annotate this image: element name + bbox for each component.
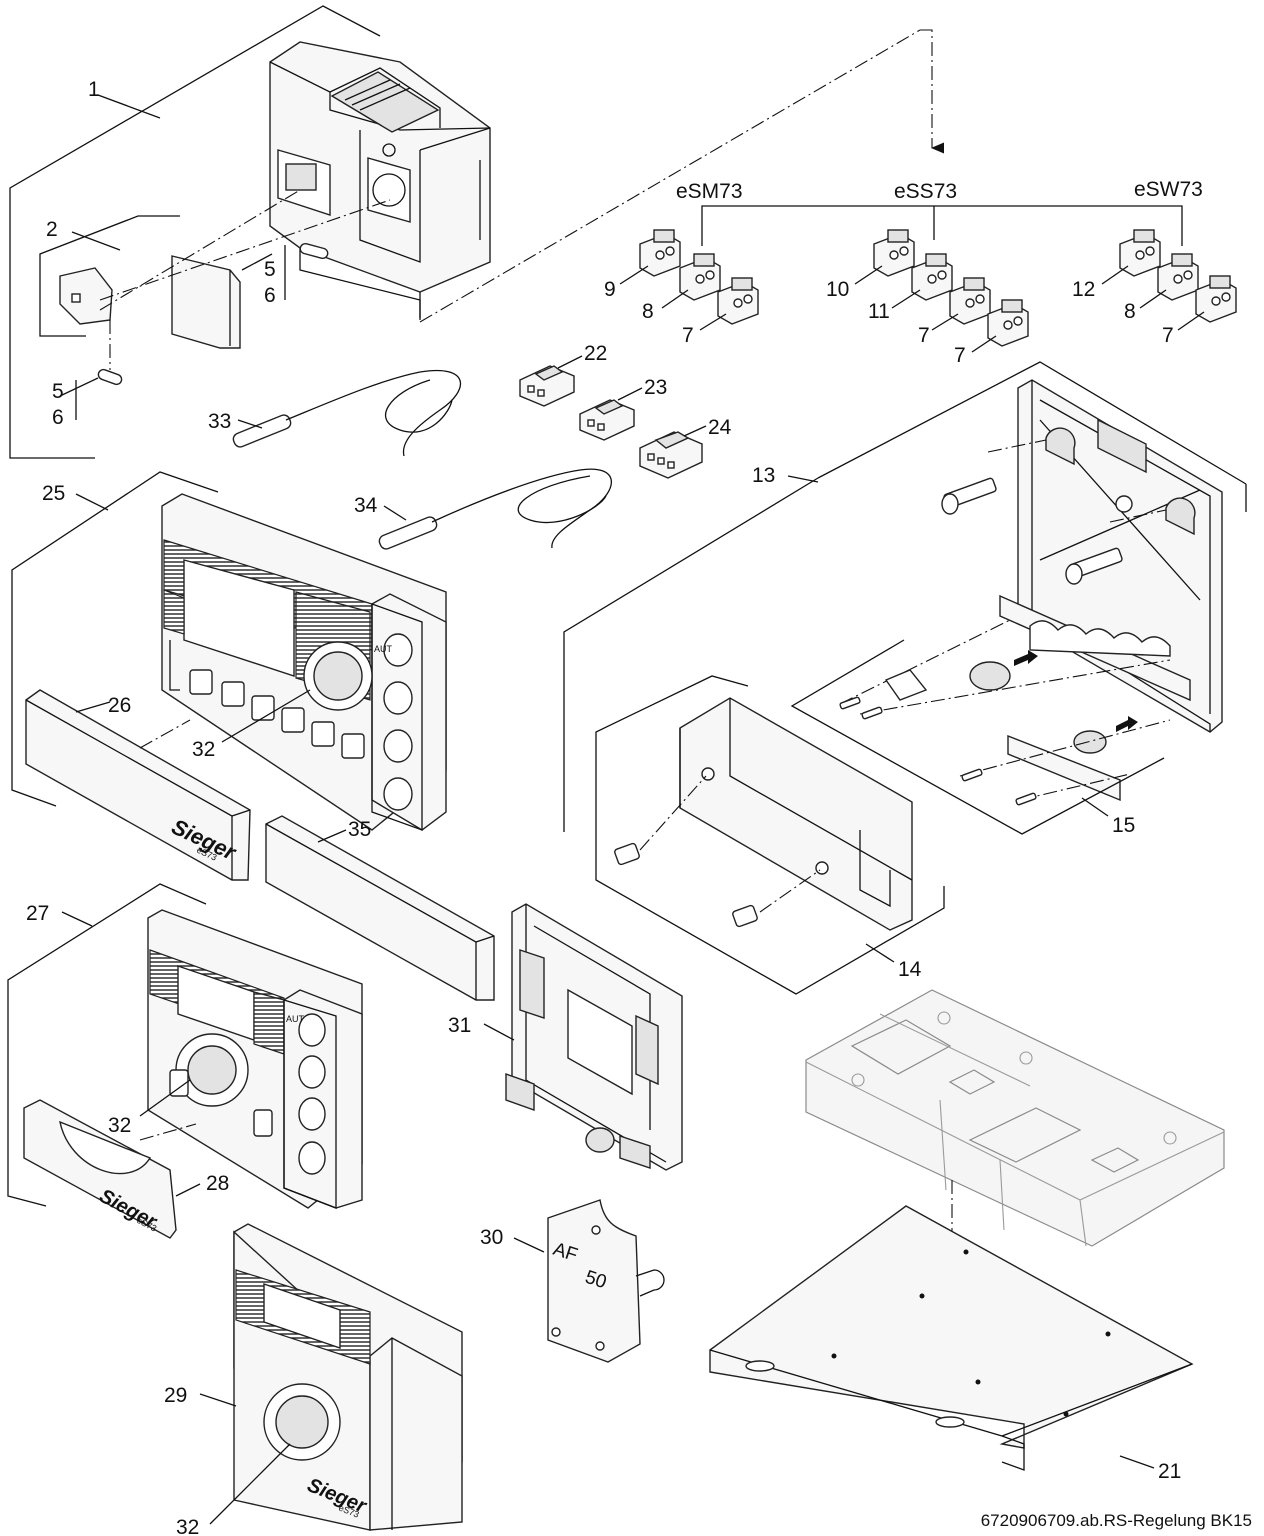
group-frame-14 (595, 675, 945, 995)
callout-34: 34 (354, 494, 378, 517)
front-cover-flap: Sieger eS73 (25, 689, 251, 881)
callout-33: 33 (208, 410, 231, 433)
terminal-leader-lines (619, 265, 1205, 353)
callout-24: 24 (708, 416, 732, 439)
wall-box-base-part (969, 379, 1223, 802)
mounting-base-plate (505, 903, 683, 1171)
plug-leader-lines (557, 355, 707, 437)
callout-2: 2 (46, 218, 58, 241)
cable-cover-part (679, 697, 913, 931)
cover-leader-lines (75, 689, 311, 749)
callout-7: 7 (682, 324, 694, 347)
callout-27: 27 (26, 902, 49, 925)
callout-13: 13 (752, 464, 775, 487)
callout-12: 12 (1072, 278, 1095, 301)
button-aut-label: AUT (286, 1014, 305, 1024)
cover-panel-part (265, 815, 495, 1001)
module-leader-lines (59, 94, 391, 420)
callout-8: 8 (1124, 300, 1136, 323)
group-frame-13 (563, 361, 1247, 832)
control-module-part (269, 41, 491, 320)
callout-21-leader (1119, 1455, 1155, 1469)
sensor-leader-lines (237, 419, 407, 521)
outdoor-sensor-part: AF 50 (547, 1199, 665, 1363)
medium-leader-lines (139, 1079, 201, 1197)
callout-6: 6 (264, 284, 276, 307)
small-screws (839, 669, 1037, 806)
callout-30-leader (513, 1237, 545, 1253)
cover-screws (614, 775, 821, 928)
small-unit-leader-lines (199, 1393, 291, 1525)
controller-unit-small: Sieger eS73 (233, 1223, 463, 1531)
callout-6: 6 (52, 406, 64, 429)
callout-25: 25 (42, 482, 65, 505)
callout-35-leader (317, 829, 347, 843)
module-connector-axis (419, 29, 921, 323)
group-bracket-lines (701, 205, 1183, 246)
callout-7: 7 (918, 324, 930, 347)
callout-5: 5 (264, 258, 276, 281)
callout-23: 23 (644, 376, 667, 399)
callout-9: 9 (604, 278, 616, 301)
callout-31-leader (483, 1023, 515, 1041)
small-lamp-part (59, 267, 113, 325)
callout-29: 29 (164, 1384, 187, 1407)
front-cover-flap-cutout: Sieger eS73 (23, 1099, 177, 1239)
group-connector-axis (920, 29, 945, 154)
callout-30: 30 (480, 1226, 503, 1249)
box-fixing-lines (839, 439, 1171, 801)
fuse-part (97, 242, 329, 386)
boiler-base-outline (805, 989, 1225, 1247)
button-aut-label: AUT (374, 644, 393, 654)
callout-21: 21 (1158, 1460, 1181, 1483)
callout-32: 32 (176, 1516, 199, 1536)
callout-14: 14 (898, 958, 922, 981)
mounting-bracket-part (709, 1205, 1194, 1471)
callout-22: 22 (584, 342, 607, 365)
callout-28: 28 (206, 1172, 229, 1195)
cable-sensor (378, 468, 613, 550)
callout-35: 35 (348, 818, 371, 841)
callout-32: 32 (108, 1114, 131, 1137)
callout-5: 5 (52, 380, 64, 403)
group-label-esw73: eSW73 (1134, 178, 1203, 201)
group-label-esm73: eSM73 (676, 180, 743, 203)
controller-unit-large: AUT (161, 493, 447, 831)
screw-part (941, 477, 1123, 585)
group-frame-1 (9, 5, 381, 459)
callout-13-leader (787, 475, 819, 483)
callout-26: 26 (108, 694, 131, 717)
group-frame-15 (790, 639, 1165, 835)
terminal-blocks (639, 229, 1237, 347)
cover-plate-part (171, 255, 241, 349)
callout-32: 32 (192, 738, 215, 761)
callout-7: 7 (954, 344, 966, 367)
callout-8: 8 (642, 300, 654, 323)
callout-31: 31 (448, 1014, 471, 1037)
callout-7: 7 (1162, 324, 1174, 347)
controller-unit-medium: AUT (147, 909, 363, 1209)
callout-11: 11 (868, 300, 890, 323)
group-frame-25 (11, 471, 219, 807)
plug-connectors (519, 365, 703, 479)
callout-1: 1 (88, 78, 100, 101)
callout-10: 10 (826, 278, 849, 301)
group-label-ess73: eSS73 (894, 180, 957, 203)
callout-15: 15 (1112, 814, 1135, 837)
cable-sensor (232, 369, 462, 457)
drawing-reference: 6720906709.ab.RS-Regelung BK15 (981, 1511, 1252, 1530)
group-frame-27 (7, 883, 207, 1207)
callout-numbers: 1 2 5 6 5 6 7 8 9 7 7 11 10 7 8 12 22 23… (26, 78, 1181, 1536)
group-frame-2 (39, 215, 180, 337)
